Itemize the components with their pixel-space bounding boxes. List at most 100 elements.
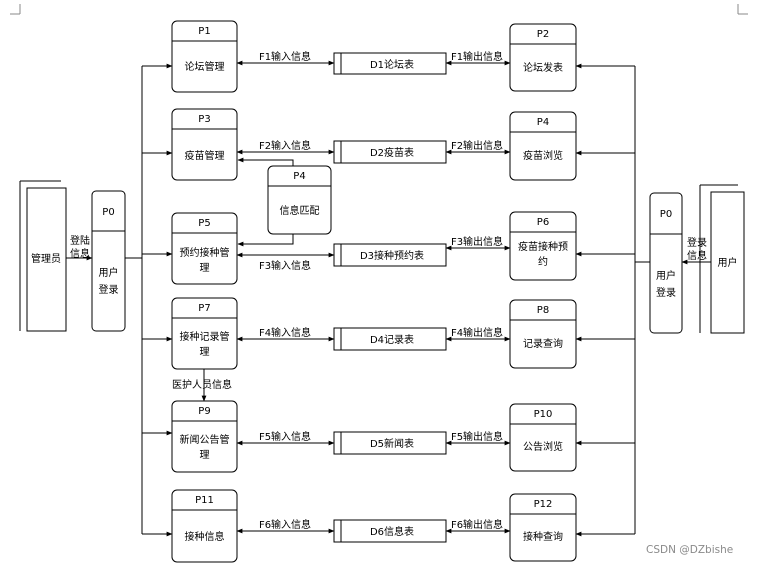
svg-text:理: 理 — [200, 346, 210, 358]
svg-text:F3输入信息: F3输入信息 — [259, 259, 311, 272]
process-p9: P9 新闻公告管 理 — [171, 400, 238, 473]
process-p5: P5 预约接种管 理 — [171, 212, 238, 285]
svg-text:接种记录管: 接种记录管 — [180, 330, 230, 343]
flow-f1-out: F1输出信息 — [445, 50, 511, 66]
entity-user-label: 用户 — [718, 256, 738, 269]
store-d4: D4记录表 — [333, 327, 447, 351]
svg-text:预约接种管: 预约接种管 — [180, 246, 230, 259]
flow-f3-out: F3输出信息 — [445, 235, 511, 251]
svg-text:疫苗接种预: 疫苗接种预 — [518, 240, 568, 253]
entity-user: 用户 — [699, 184, 745, 334]
svg-text:疫苗管理: 疫苗管理 — [185, 149, 225, 162]
svg-text:P9: P9 — [198, 406, 210, 417]
flow-f4-in: F4输入信息 — [236, 326, 335, 342]
process-name-line1: 用户 — [656, 269, 676, 282]
entity-admin: 管理员 — [19, 180, 67, 332]
svg-text:接种信息: 接种信息 — [185, 530, 225, 543]
right-trunk — [575, 63, 650, 537]
svg-text:P4: P4 — [537, 117, 549, 128]
process-p10: P10 公告浏览 — [509, 403, 577, 472]
process-name-line1: 用户 — [99, 266, 119, 279]
process-p7: P7 接种记录管 理 — [171, 297, 238, 370]
flow-label-line2: 信息 — [70, 247, 90, 260]
svg-text:信息匹配: 信息匹配 — [280, 204, 320, 217]
process-p11: P11 接种信息 — [171, 489, 238, 563]
svg-text:公告浏览: 公告浏览 — [523, 440, 563, 453]
flow-f3-in: F3输入信息 — [236, 252, 335, 272]
svg-text:F6输出信息: F6输出信息 — [451, 518, 503, 531]
svg-text:接种查询: 接种查询 — [523, 530, 563, 543]
process-p3: P3 疫苗管理 — [171, 108, 238, 181]
process-p4-browse: P4 疫苗浏览 — [509, 111, 577, 181]
svg-text:F2输入信息: F2输入信息 — [259, 139, 311, 152]
svg-text:P12: P12 — [534, 499, 553, 510]
flow-f1-in: F1输入信息 — [236, 50, 335, 66]
svg-text:D2疫苗表: D2疫苗表 — [370, 146, 414, 159]
entity-admin-label: 管理员 — [31, 252, 61, 265]
svg-text:P1: P1 — [198, 26, 210, 37]
flow-label-line2: 信息 — [687, 249, 707, 262]
svg-text:理: 理 — [200, 262, 210, 274]
process-p6: P6 疫苗接种预 约 — [509, 211, 577, 281]
process-id: P0 — [102, 207, 114, 218]
svg-text:P11: P11 — [195, 495, 214, 506]
svg-text:P2: P2 — [537, 29, 549, 40]
flow-label-line1: 登陆 — [70, 234, 90, 247]
svg-text:F4输出信息: F4输出信息 — [451, 326, 503, 339]
process-p12: P12 接种查询 — [509, 493, 577, 562]
flow-match-links — [237, 157, 294, 247]
svg-text:D6信息表: D6信息表 — [370, 525, 414, 538]
process-login-left: P0 用户 登录 — [91, 190, 126, 332]
store-d6: D6信息表 — [333, 519, 447, 543]
svg-text:P3: P3 — [198, 114, 210, 125]
process-p2: P2 论坛发表 — [509, 23, 577, 92]
store-d1: D1论坛表 — [333, 52, 447, 75]
process-login-right: P0 用户 登录 — [649, 192, 683, 334]
svg-text:论坛管理: 论坛管理 — [185, 60, 225, 73]
flow-f6-in: F6输入信息 — [236, 518, 335, 534]
process-name-line2: 登录 — [99, 283, 119, 296]
store-d2: D2疫苗表 — [333, 140, 447, 164]
svg-text:约: 约 — [538, 255, 548, 268]
svg-text:新闻公告管: 新闻公告管 — [180, 433, 230, 446]
process-id: P0 — [660, 209, 672, 220]
flow-f6-out: F6输出信息 — [445, 518, 511, 534]
svg-text:F1输出信息: F1输出信息 — [451, 50, 503, 63]
svg-text:F3输出信息: F3输出信息 — [451, 235, 503, 248]
flow-f2-in: F2输入信息 — [236, 139, 335, 155]
svg-text:理: 理 — [200, 449, 210, 461]
page-corner-marks — [10, 4, 748, 15]
store-d5: D5新闻表 — [333, 431, 447, 455]
svg-text:论坛发表: 论坛发表 — [523, 61, 563, 74]
process-name-line2: 登录 — [656, 286, 676, 299]
svg-text:P5: P5 — [198, 218, 210, 229]
svg-text:P7: P7 — [198, 303, 210, 314]
svg-text:F1输入信息: F1输入信息 — [259, 50, 311, 63]
flow-f2-out: F2输出信息 — [445, 139, 511, 155]
flow-f5-in: F5输入信息 — [236, 430, 335, 446]
process-p1: P1 论坛管理 — [171, 20, 238, 93]
svg-text:P10: P10 — [534, 409, 553, 420]
process-p4-match: P4 信息匹配 — [267, 165, 332, 235]
flow-user-login: 登录 信息 — [681, 236, 711, 265]
svg-text:F5输入信息: F5输入信息 — [259, 430, 311, 443]
svg-text:D5新闻表: D5新闻表 — [370, 437, 414, 450]
svg-text:记录查询: 记录查询 — [523, 337, 563, 350]
svg-text:P8: P8 — [537, 305, 549, 316]
flow-label-line1: 登录 — [687, 236, 707, 249]
svg-text:D3接种预约表: D3接种预约表 — [360, 249, 424, 262]
svg-text:F6输入信息: F6输入信息 — [259, 518, 311, 531]
svg-text:F2输出信息: F2输出信息 — [451, 139, 503, 152]
store-d3: D3接种预约表 — [333, 243, 447, 267]
left-trunk — [125, 63, 173, 537]
svg-text:医护人员信息: 医护人员信息 — [172, 378, 232, 391]
process-p8: P8 记录查询 — [509, 299, 577, 369]
svg-text:P4: P4 — [293, 171, 305, 182]
flow-f4-out: F4输出信息 — [445, 326, 511, 342]
svg-text:P6: P6 — [537, 217, 549, 228]
svg-text:疫苗浏览: 疫苗浏览 — [523, 149, 563, 162]
flow-medical-info: 医护人员信息 — [172, 369, 232, 402]
svg-text:D4记录表: D4记录表 — [370, 333, 414, 346]
svg-text:F5输出信息: F5输出信息 — [451, 430, 503, 443]
